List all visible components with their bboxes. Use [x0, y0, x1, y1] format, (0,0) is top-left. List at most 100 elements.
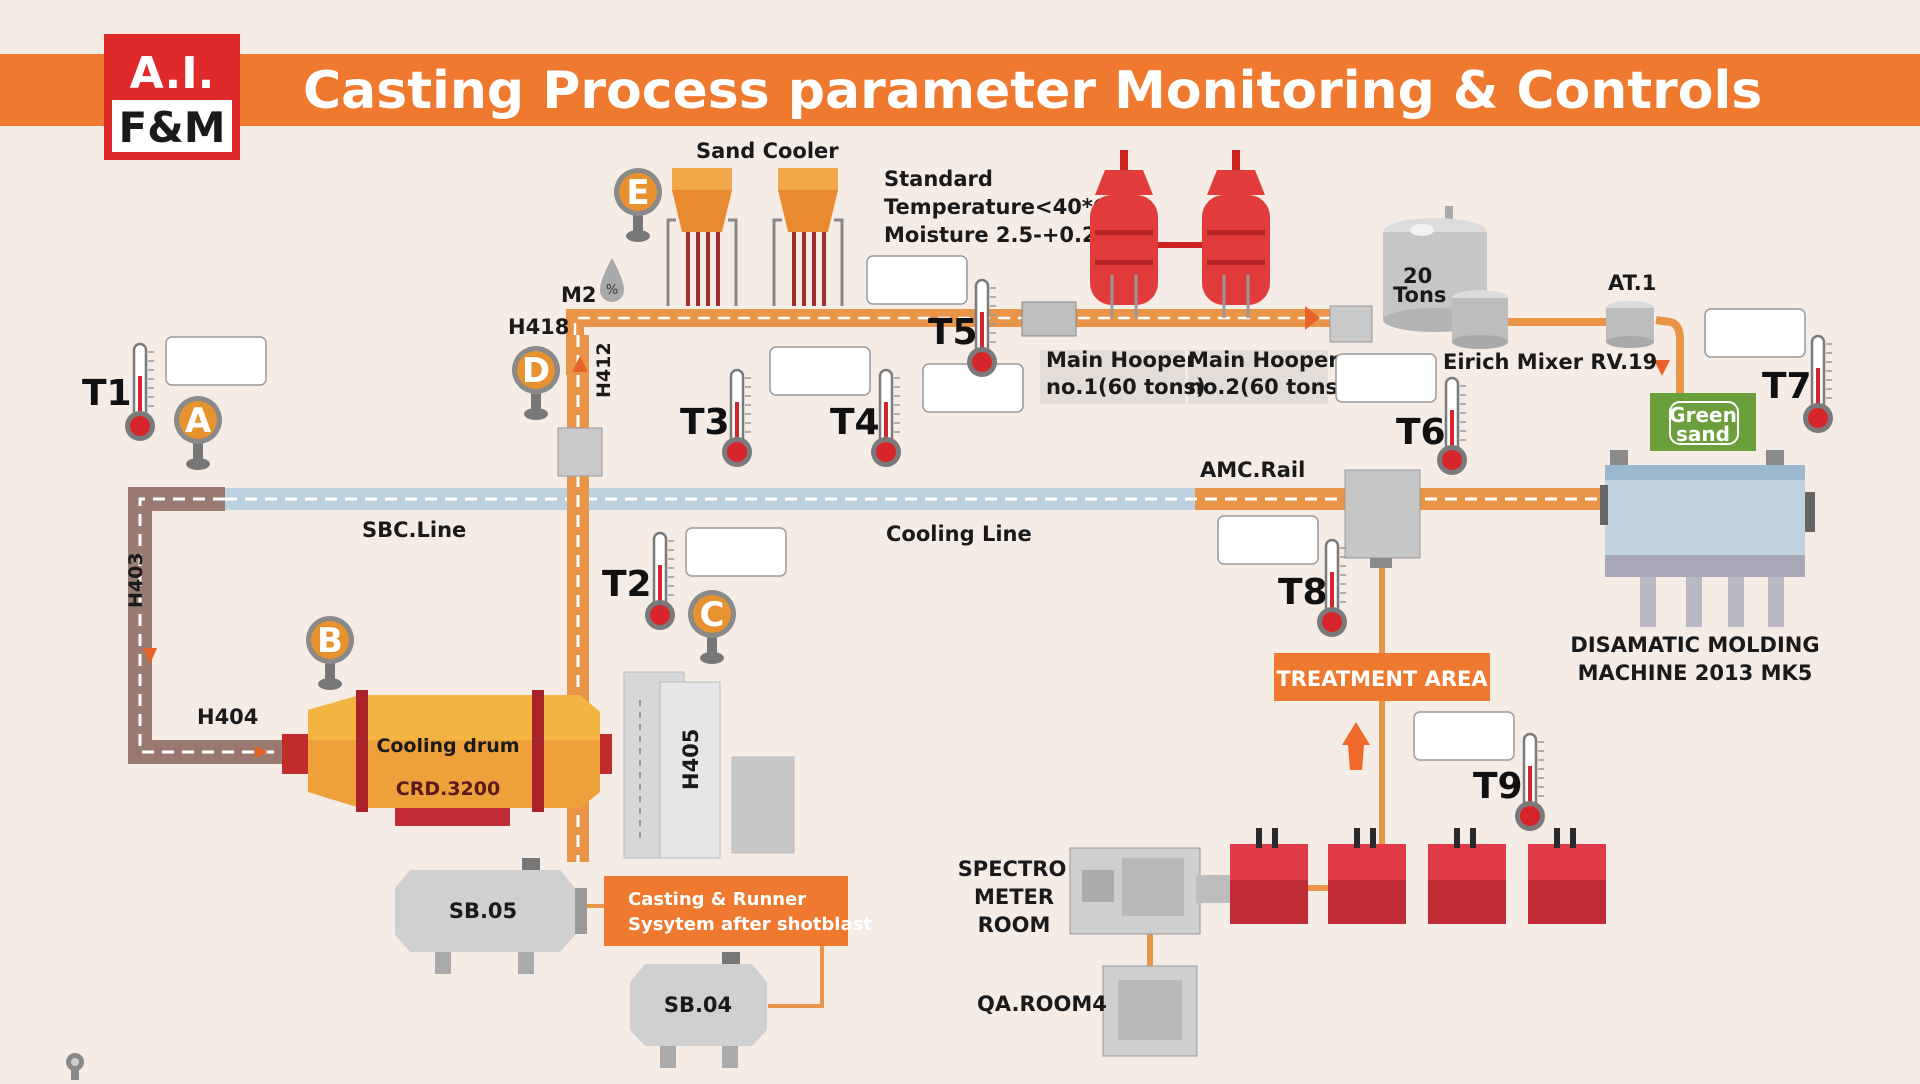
casting-label-a: Casting & Runner [628, 889, 806, 910]
percent-label: % [606, 283, 618, 298]
thermometer-t2: T2 [602, 527, 787, 630]
disamatic-molding-machine [1600, 450, 1815, 627]
thermometer-t8: T8 [1217, 515, 1347, 637]
h405-label: H405 [679, 729, 703, 790]
spectro-meter-room [1069, 847, 1230, 935]
thermometer-t9: T9 [1413, 711, 1545, 831]
disamatic-label-b: MACHINE 2013 MK5 [1578, 661, 1813, 685]
h405-shotblast [623, 671, 795, 859]
thermometer-label: T2 [602, 564, 652, 605]
sensor-e: E [614, 168, 662, 242]
h403-label: H403 [125, 552, 147, 608]
qa-room-label: QA.ROOM4 [977, 992, 1107, 1016]
reading-box-t6[interactable] [1335, 353, 1437, 403]
sensor-b: B [306, 616, 354, 690]
sbc-line-label: SBC.Line [362, 518, 466, 542]
reading-box-t7[interactable] [1704, 308, 1806, 358]
thermometer-t3: T3 [680, 346, 871, 467]
temperature-standard: Temperature<40*C [884, 195, 1108, 219]
sensor-letter: D [522, 351, 550, 391]
thermometer-label: T7 [1762, 366, 1812, 407]
m2-label: M2 [561, 283, 597, 307]
sb05-label: SB.05 [449, 899, 517, 923]
thermometer-label: T8 [1278, 572, 1328, 613]
company-logo: A.I. F&M [104, 34, 240, 160]
qa-room [1102, 965, 1198, 1057]
reading-box-t8[interactable] [1217, 515, 1319, 565]
cooling-drum-label: Cooling drum [376, 735, 519, 757]
sensor-d: D [512, 346, 560, 420]
moisture-standard: Moisture 2.5-+0.2% [884, 223, 1118, 247]
top-conveyor [566, 305, 1373, 375]
tons-label-a: 20 [1403, 264, 1432, 288]
sensor-letter: A [185, 401, 212, 441]
sb05-unit [395, 858, 587, 974]
sensor-c: C [688, 590, 736, 664]
hopper1-label-b: no.1(60 tons) [1046, 375, 1206, 399]
reading-box-t3[interactable] [769, 346, 871, 396]
thermometer-t1: T1 [82, 336, 267, 441]
hopper2-label-b: no.2(60 tons) [1188, 375, 1348, 399]
thermometer-t5: T5 [866, 255, 997, 377]
standard-label: Standard [884, 167, 993, 191]
thermometer-label: T9 [1473, 766, 1523, 807]
reading-box-t2[interactable] [685, 527, 787, 577]
at1-label: AT.1 [1608, 271, 1656, 295]
h412-label: H412 [593, 342, 615, 398]
crd-label: CRD.3200 [396, 778, 500, 800]
reading-box-t1[interactable] [165, 336, 267, 386]
spectro-label-a: SPECTRO [958, 857, 1067, 881]
amc-unit [1344, 469, 1421, 568]
up-arrow-icon [1342, 722, 1370, 770]
spectro-label-c: ROOM [978, 913, 1051, 937]
thermometer-label: T1 [82, 373, 132, 414]
logo-line1: A.I. [130, 48, 215, 99]
spectro-label-b: METER [974, 885, 1054, 909]
disamatic-label-a: DISAMATIC MOLDING [1570, 633, 1819, 657]
main-hopper-2 [1202, 150, 1270, 318]
small-sensor-icon [66, 1053, 84, 1080]
sand-cooler-label: Sand Cooler [696, 139, 839, 163]
thermometer-label: T3 [680, 402, 730, 443]
h404-label: H404 [197, 705, 258, 729]
sb04-label: SB.04 [664, 993, 732, 1017]
sensor-letter: C [700, 595, 725, 635]
cooling-drum [282, 690, 612, 826]
logo-line2: F&M [118, 103, 225, 152]
tons-label-b: Tons [1393, 283, 1446, 307]
moisture-drop-icon [600, 258, 624, 302]
thermometer-label: T4 [830, 402, 880, 443]
treatment-area-banner [1274, 653, 1490, 701]
thermometer-label: T6 [1396, 412, 1446, 453]
sensor-a: A [174, 396, 222, 470]
amc-rail-label: AMC.Rail [1200, 458, 1305, 482]
sand-cooler: Sand Cooler [666, 139, 844, 306]
green-sand-label-a: Green [1669, 403, 1737, 427]
reading-box-t9[interactable] [1413, 711, 1515, 761]
header-banner [0, 54, 1920, 126]
eirich-label: Eirich Mixer RV.19 [1443, 350, 1657, 374]
hopper1-label-a: Main Hooper [1046, 348, 1197, 372]
furnaces [1230, 828, 1606, 924]
thermometer-label: T5 [928, 312, 978, 353]
cooling-line-label: Cooling Line [886, 522, 1032, 546]
casting-label-b: Sysytem after shotblast [628, 914, 872, 935]
sensor-letter: B [317, 621, 343, 661]
green-sand-label-b: sand [1676, 422, 1730, 446]
h418-label: H418 [508, 315, 569, 339]
green-sand [1650, 393, 1756, 451]
main-hopper-1 [1090, 150, 1158, 318]
at1-unit [1606, 301, 1654, 348]
eirich-mixer [1452, 290, 1508, 349]
hopper2-label-a: Main Hooper [1188, 348, 1339, 372]
reading-box-t5[interactable] [866, 255, 968, 305]
return-loop [128, 487, 290, 764]
sensor-letter: E [626, 173, 649, 213]
sensor-markers: A B C D E [174, 168, 736, 690]
sb04-unit [630, 952, 767, 1068]
thermometer-t6: T6 [1335, 353, 1467, 475]
treatment-area-label: TREATMENT AREA [1276, 667, 1488, 691]
casting-runner-box [604, 876, 848, 946]
